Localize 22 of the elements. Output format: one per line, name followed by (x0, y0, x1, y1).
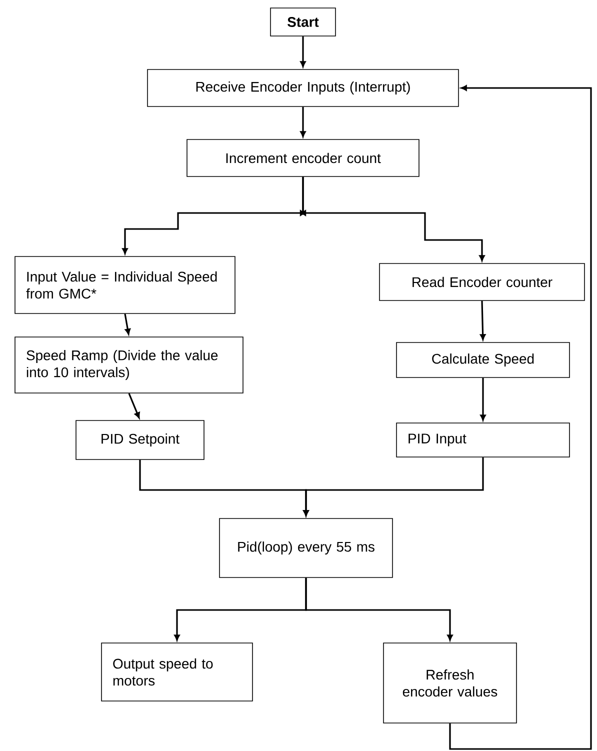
process-box: Input Value = Individual Speed from GMC* (14, 256, 236, 314)
arrow (300, 176, 485, 262)
arrow (303, 457, 484, 516)
process-box: Receive Encoder Inputs (Interrupt) (147, 69, 459, 107)
process-box: Start (270, 8, 336, 36)
arrow (480, 378, 486, 421)
arrow (124, 314, 130, 335)
arrow (480, 300, 486, 340)
process-box: Increment encoder count (186, 139, 420, 177)
process-box: Read Encoder counter (379, 263, 585, 301)
arrow (300, 106, 306, 138)
process-box: Output speed to motors (101, 642, 253, 702)
arrow (128, 393, 140, 418)
process-box: PID Input (396, 422, 570, 458)
process-box: Speed Ramp (Divide the value into 10 intervals) (14, 336, 244, 394)
process-box: Calculate Speed (396, 342, 570, 378)
arrow (300, 36, 306, 68)
arrow (449, 85, 592, 750)
process-box: PID Setpoint (76, 420, 204, 460)
arrow (305, 578, 453, 641)
process-box: Refresh encoder values (383, 642, 517, 724)
process-box: Pid(loop) every 55 ms (219, 518, 393, 578)
